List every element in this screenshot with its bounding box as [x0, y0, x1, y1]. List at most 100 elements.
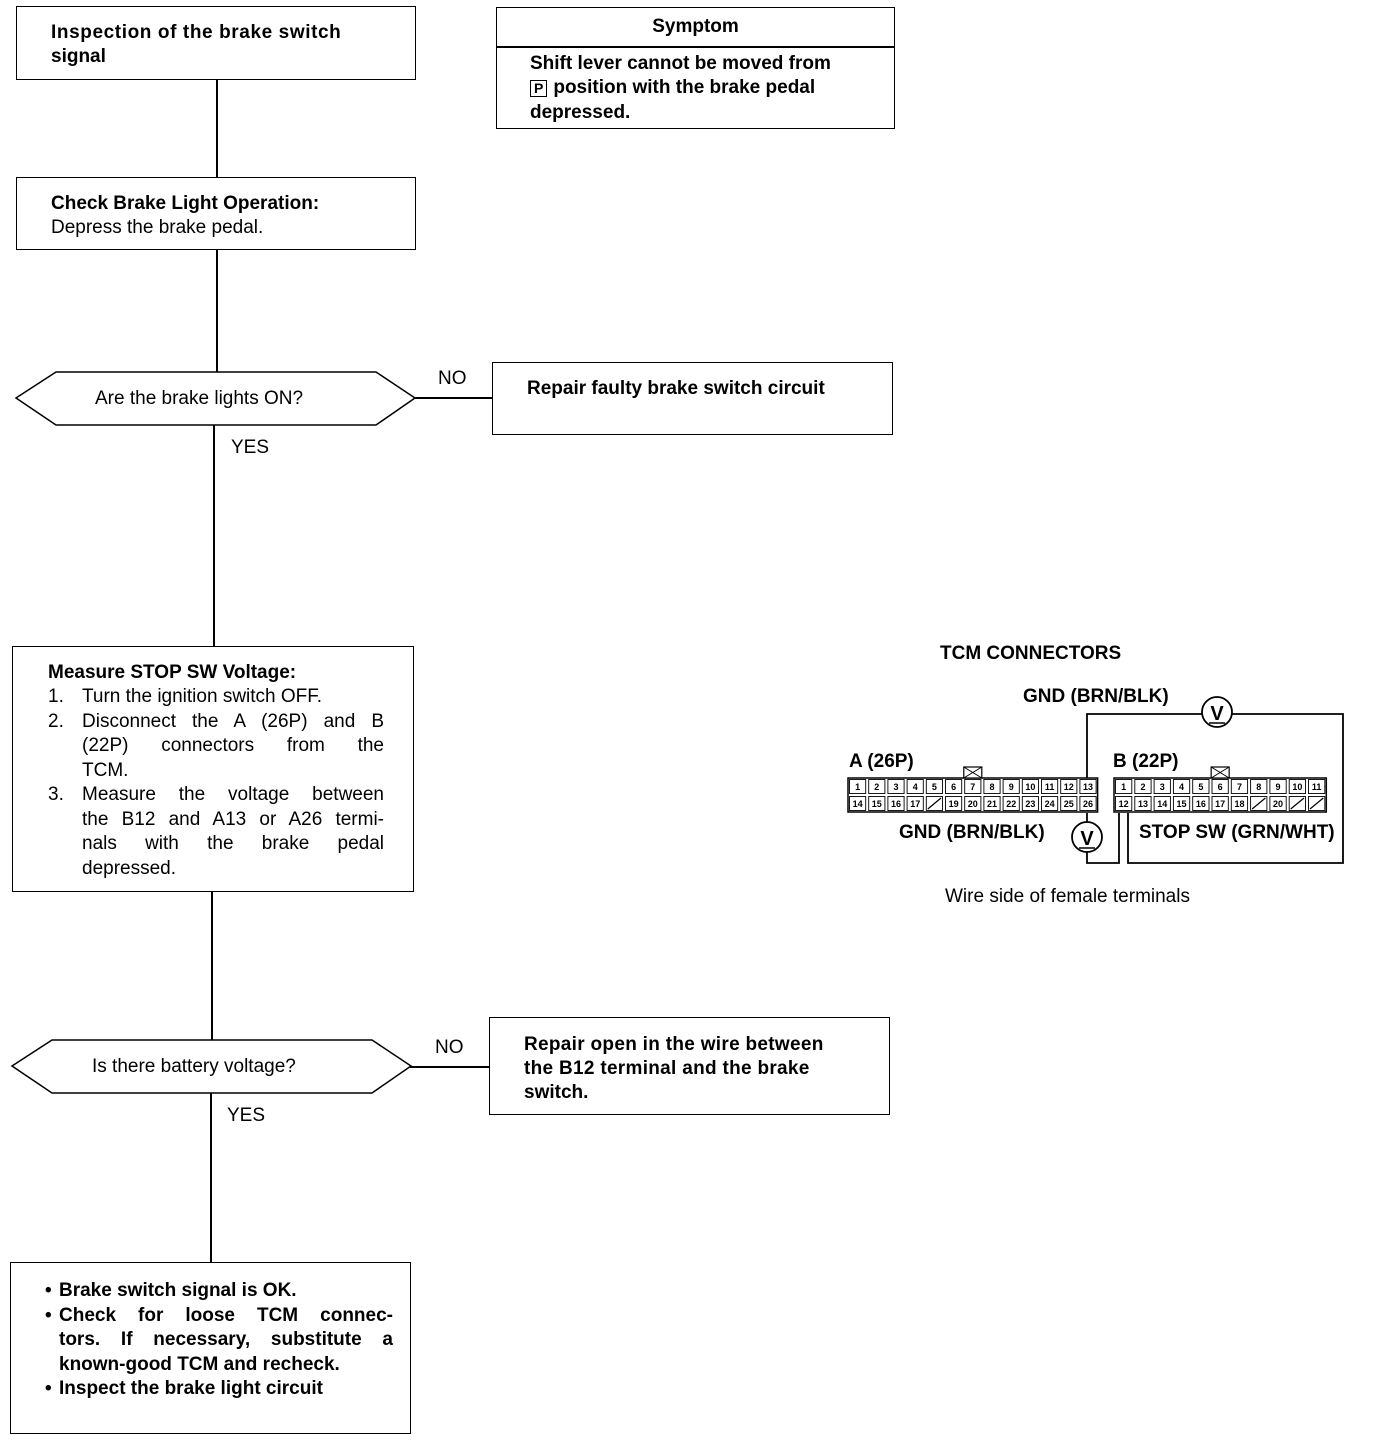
decision2-diamond [10, 1039, 413, 1094]
connector-a-terminal [1060, 779, 1078, 794]
repair1-text: Repair faulty brake switch circuit [527, 378, 825, 399]
connector-b-terminal-number: 13 [1138, 799, 1148, 809]
start-title-line1: Inspection of the brake switch [51, 22, 342, 43]
connector-b-terminal-number: 11 [1312, 782, 1322, 792]
connector-b-terminal-number: 17 [1215, 799, 1225, 809]
connector-a-terminal-number: 21 [987, 799, 997, 809]
connector-b-terminal-number: 18 [1234, 799, 1244, 809]
connector-b-terminal [1250, 779, 1268, 794]
connector-a-terminal-number: 6 [951, 782, 956, 792]
connector-a-terminal-number: 16 [891, 799, 901, 809]
step-line: TCM. [82, 759, 129, 781]
flow-line [211, 891, 213, 1040]
flow-line [410, 1066, 490, 1068]
decision2-no-label: NO [435, 1037, 464, 1058]
symptom-line1: Shift lever cannot be moved from [530, 53, 831, 74]
connector-b-terminal [1288, 796, 1306, 811]
connector-a-terminal-number: 4 [913, 782, 918, 792]
connector-b-terminal-number: 3 [1160, 782, 1165, 792]
connector-a-terminal [964, 779, 982, 794]
decision1-yes-label: YES [231, 437, 270, 458]
connector-b-terminal [1308, 779, 1326, 794]
result-item: Check for loose TCM connec-tors. If nece… [43, 1304, 393, 1378]
connector-b-terminal-number: 10 [1292, 782, 1302, 792]
connector-a-terminal-number: 9 [1009, 782, 1014, 792]
connector-b-terminal [1172, 796, 1191, 811]
connector-b-terminal [1269, 796, 1287, 811]
step-line: Turn the ignition switch OFF. [82, 686, 323, 707]
connector-a-terminal [1079, 796, 1097, 811]
connector-b-terminal-number: 15 [1177, 799, 1187, 809]
connector-b-terminal [1172, 779, 1191, 794]
connectors-title: TCM CONNECTORS [940, 643, 1122, 664]
connector-a-terminal-number: 17 [910, 799, 920, 809]
connector-a-terminal [925, 779, 943, 794]
connector-b-terminal-number: 8 [1256, 782, 1261, 792]
connector-a-terminal-number: 24 [1045, 799, 1055, 809]
connector-a-terminal-number: 10 [1025, 782, 1035, 792]
flow-line [414, 397, 493, 399]
connector-a-terminal [1041, 779, 1059, 794]
connector-a-terminal [1002, 779, 1020, 794]
measure-title: Measure STOP SW Voltage: [48, 662, 297, 683]
connector-a-terminal-number: 1 [855, 782, 860, 792]
connector-a-terminal [1021, 796, 1039, 811]
connector-a-terminal [945, 779, 963, 794]
connector-a-terminal [1060, 796, 1078, 811]
connector-a-terminal-number: 14 [853, 799, 863, 809]
flow-line [213, 425, 215, 647]
measure-steps: 1.Turn the ignition switch OFF.2.Disconn… [48, 685, 384, 881]
connector-a-terminal-number: 22 [1006, 799, 1016, 809]
connector-a-terminal [887, 779, 905, 794]
connector-a-terminal-number: 19 [949, 799, 959, 809]
connector-b-terminal-number: 2 [1140, 782, 1145, 792]
repair2-line3: switch. [524, 1082, 589, 1103]
connector-a-terminal [906, 796, 924, 811]
connector-a-terminal [906, 779, 924, 794]
svg-text:V: V [1080, 828, 1094, 850]
connector-b-terminal-number: 14 [1157, 799, 1167, 809]
connector-b-terminal [1211, 779, 1229, 794]
symptom-box: Symptom Shift lever cannot be moved from… [496, 7, 895, 129]
result-item: Inspect the brake light circuit [43, 1377, 393, 1402]
connector-a-terminal [849, 779, 867, 794]
connector-a-terminal-number: 7 [970, 782, 975, 792]
connector-b-terminal-number: 4 [1179, 782, 1184, 792]
connector-a-terminal [1002, 796, 1020, 811]
connector-b-terminal [1230, 796, 1249, 811]
voltmeter-top: V [1201, 696, 1233, 728]
connector-a-terminal-number: 15 [872, 799, 882, 809]
connector-b-lock-tab [1210, 766, 1230, 779]
step-number: 3. [48, 784, 64, 805]
connector-b-terminal [1192, 779, 1210, 794]
connector-a-terminal [983, 796, 1001, 811]
connector-b-terminal [1134, 796, 1152, 811]
connector-a-terminal [868, 779, 886, 794]
check-light-title: Check Brake Light Operation: [51, 193, 320, 214]
connector-b-terminal [1230, 779, 1249, 794]
step-line: nals with the brake pedal [82, 833, 384, 854]
connector-a-terminal [983, 779, 1001, 794]
connector-b-terminal-number: 5 [1198, 782, 1203, 792]
connector-a-empty-terminal [927, 797, 942, 810]
voltmeter-bottom: V [1071, 821, 1103, 853]
connector-a-lock-tab [963, 766, 983, 779]
measure-box: Measure STOP SW Voltage: 1.Turn the igni… [12, 646, 414, 892]
svg-text:V: V [1210, 703, 1224, 725]
symptom-line2-text: position with the brake pedal [553, 77, 816, 98]
connector-b-terminal-number: 20 [1273, 799, 1283, 809]
decision1-no-label: NO [438, 368, 467, 389]
flow-line [210, 1093, 212, 1263]
connector-b-terminal [1134, 779, 1152, 794]
start-box: Inspection of the brake switch signal [16, 6, 416, 80]
result-list: Brake switch signal is OK.Check for loos… [43, 1279, 393, 1402]
connector-a-terminal-number: 11 [1045, 782, 1055, 792]
connector-a-terminal [964, 796, 982, 811]
p-position-symbol: P [530, 80, 548, 97]
connector-a-terminal [887, 796, 905, 811]
connector-a-terminal-number: 8 [989, 782, 994, 792]
connector-a-terminal-number: 5 [932, 782, 937, 792]
step-number: 2. [48, 710, 64, 732]
connector-a-terminal-number: 26 [1083, 799, 1093, 809]
